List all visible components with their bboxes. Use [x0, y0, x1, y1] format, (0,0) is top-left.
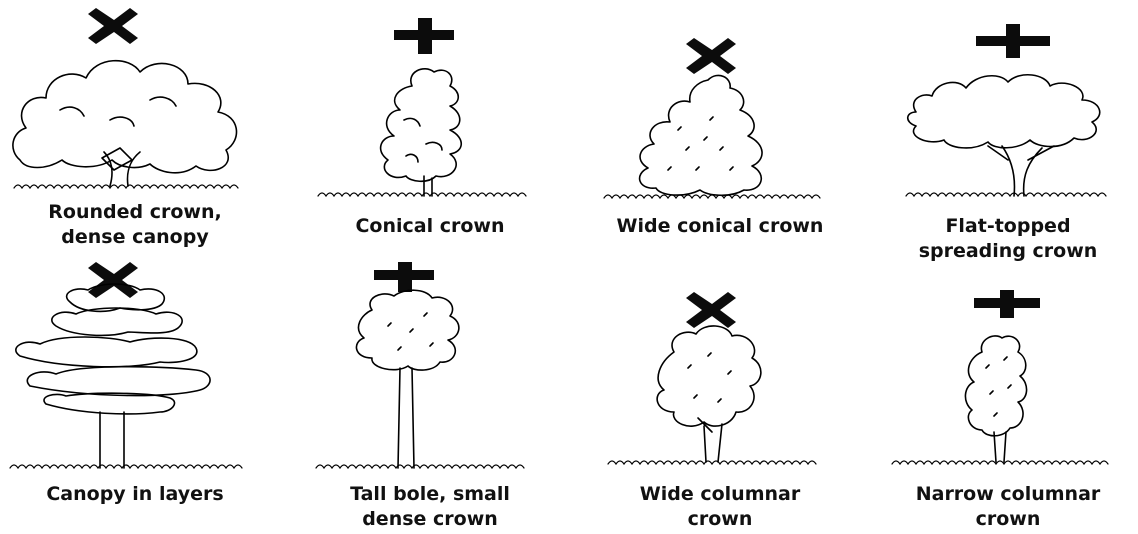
caption-wide-conical-crown: Wide conical crown	[590, 214, 850, 239]
figure-canopy-in-layers: Canopy in layers	[0, 262, 270, 534]
figure-wide-columnar-crown: Wide columnar crown	[590, 262, 850, 534]
wide-columnar-crown-tree-sketch	[590, 262, 850, 482]
figure-narrow-columnar-crown: Narrow columnar crown	[878, 262, 1138, 534]
figure-wide-conical-crown: Wide conical crown	[590, 0, 850, 262]
rounded-crown-tree-sketch	[0, 0, 270, 200]
caption-rounded-crown: Rounded crown, dense canopy	[0, 200, 270, 250]
caption-tall-bole: Tall bole, small dense crown	[300, 482, 560, 532]
flat-topped-crown-tree-sketch	[878, 0, 1138, 210]
x-mark-icon	[88, 262, 138, 298]
plus-mark-icon	[374, 262, 434, 292]
canopy-in-layers-tree-sketch	[0, 262, 270, 482]
x-mark-icon	[686, 292, 736, 328]
caption-flat-topped-crown: Flat-topped spreading crown	[878, 214, 1138, 264]
tall-bole-tree-sketch	[300, 262, 560, 482]
caption-narrow-columnar-crown: Narrow columnar crown	[878, 482, 1138, 532]
plus-mark-icon	[976, 24, 1050, 58]
caption-wide-columnar-crown: Wide columnar crown	[590, 482, 850, 532]
x-mark-icon	[686, 38, 736, 74]
figure-rounded-crown: Rounded crown, dense canopy	[0, 0, 270, 262]
plus-mark-icon	[394, 18, 454, 54]
conical-crown-tree-sketch	[300, 0, 560, 210]
figure-tall-bole: Tall bole, small dense crown	[300, 262, 560, 534]
figure-flat-topped-crown: Flat-topped spreading crown	[878, 0, 1138, 262]
caption-canopy-in-layers: Canopy in layers	[0, 482, 270, 507]
narrow-columnar-crown-tree-sketch	[878, 262, 1138, 482]
caption-conical-crown: Conical crown	[300, 214, 560, 239]
plus-mark-icon	[974, 290, 1040, 318]
x-mark-icon	[88, 8, 138, 44]
figure-conical-crown: Conical crown	[300, 0, 560, 262]
wide-conical-crown-tree-sketch	[590, 0, 850, 210]
